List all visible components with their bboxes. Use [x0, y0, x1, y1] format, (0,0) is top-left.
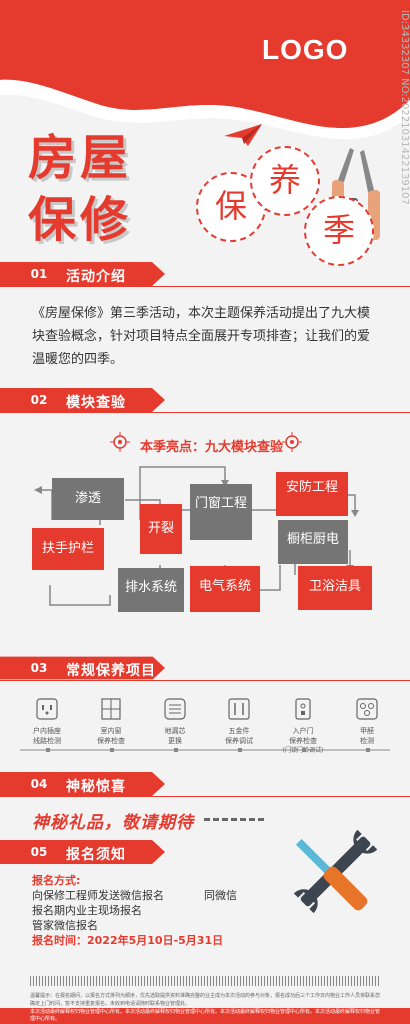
- module-menchuang: 门窗工程: [190, 484, 252, 540]
- title-line-1: 房屋: [28, 130, 133, 186]
- notice-separator: [30, 976, 380, 986]
- registration-time: 报名时间：2022年5月10日-5月31日: [32, 934, 224, 947]
- paper-plane-icon: [224, 124, 262, 146]
- modules-subtitle: 本季亮点：九大模块查验: [140, 440, 284, 455]
- service-label-window: 室内窗保养检查: [97, 727, 125, 745]
- slogan-dash: [204, 818, 264, 821]
- section-02-bar: [0, 388, 165, 412]
- section-01-number: 01: [30, 267, 48, 281]
- watermark-id: ID:34332307 NO:20221031422139107: [399, 10, 410, 205]
- services-timeline: [20, 748, 390, 752]
- module-shentou: 渗透: [52, 478, 124, 520]
- seal-ji: 季: [304, 196, 374, 266]
- section-04-bar: [0, 772, 165, 796]
- slogan: 神秘礼品，敬请期待: [32, 813, 194, 833]
- notice-text: 温馨提示：在报名期间，以报名方式排列为顺序，优先选取提供资料准确完整的业主成为本…: [30, 993, 381, 1007]
- service-label-drain: 地漏芯更换: [164, 727, 186, 745]
- registration-line-1: 向保修工程师发送微信报名: [32, 889, 164, 902]
- section-03-bar: [0, 656, 165, 680]
- wrench-screwdriver-icon: [293, 829, 378, 914]
- section-04-rule: [0, 796, 410, 797]
- section-03-rule: [0, 680, 410, 681]
- section-01-rule: [0, 286, 410, 287]
- registration-line-3: 管家微信报名: [32, 919, 98, 932]
- target-icon-right: [282, 432, 302, 452]
- socket-icon: [36, 698, 58, 720]
- target-icon-left: [110, 432, 130, 452]
- window-icon: [101, 698, 121, 720]
- section-05-number: 05: [30, 845, 48, 859]
- section-04-number: 04: [30, 777, 48, 791]
- section-01-title: 活动介绍: [66, 269, 126, 285]
- module-fushou: 扶手护栏: [32, 528, 104, 570]
- intro-text: 《房屋保修》第三季活动，本次主题保养活动提出了九大模块查验概念，针对项目特点全面…: [32, 306, 371, 367]
- registration-line-2: 报名期内业主现场报名: [32, 904, 142, 917]
- tools-icon: [228, 698, 250, 720]
- service-label-socket: 户内插座线路检测: [33, 727, 61, 745]
- module-paishui: 排水系统: [118, 568, 184, 612]
- module-weiyu: 卫浴洁具: [298, 566, 372, 610]
- section-02-number: 02: [30, 393, 48, 407]
- section-03-title: 常规保养项目: [66, 663, 156, 679]
- module-anfang: 安防工程: [276, 472, 348, 516]
- section-02-title: 模块查验: [66, 395, 126, 411]
- section-04-title: 神秘惊喜: [66, 779, 126, 795]
- logo: LOGO: [262, 34, 349, 65]
- footer-bar: 本次活动最终解释权归物业管理中心所有。本次活动最终解释权归物业管理中心所有。本次…: [0, 1008, 410, 1024]
- section-02-rule: [0, 412, 410, 413]
- module-kailie: 开裂: [140, 504, 182, 554]
- section-05-title: 报名须知: [66, 847, 126, 863]
- section-01-bar: [0, 262, 165, 286]
- header-background: [0, 0, 410, 140]
- seal-yang: 养: [250, 146, 320, 216]
- drain-icon: [164, 698, 186, 720]
- formaldehyde-icon: [356, 698, 378, 720]
- registration-line-1-right: 同微信: [204, 889, 237, 902]
- module-chugui: 橱柜厨电: [278, 520, 348, 564]
- title-line-2: 保修: [28, 192, 133, 248]
- section-05-bar: [0, 840, 165, 864]
- registration-label: 报名方式:: [32, 874, 81, 887]
- module-dianqi: 电气系统: [190, 566, 260, 612]
- section-03-number: 03: [30, 661, 48, 675]
- doorlock-icon: [295, 698, 311, 720]
- service-label-formaldehyde: 甲醛检测: [360, 727, 374, 745]
- service-label-hardware: 五金件保养调试: [225, 727, 253, 745]
